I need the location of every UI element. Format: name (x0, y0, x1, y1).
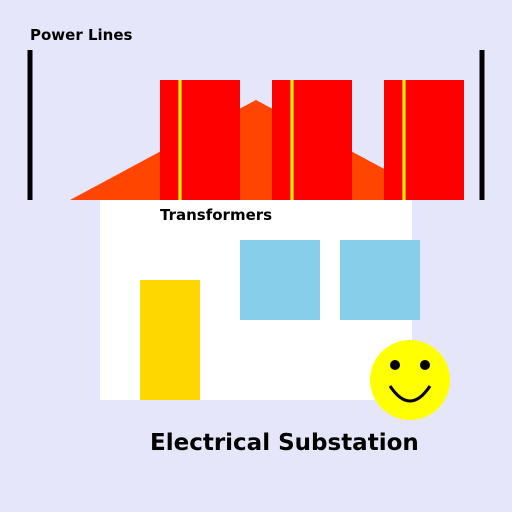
smiley-face-icon (370, 340, 450, 420)
transformer-body (272, 80, 352, 200)
page-title: Electrical Substation (150, 430, 419, 456)
transformer-unit-2 (272, 80, 352, 200)
transformer-unit-3 (384, 80, 464, 200)
window-right (340, 240, 420, 320)
smiley-mouth (388, 385, 432, 403)
smiley-head (370, 340, 450, 420)
transformer-body (160, 80, 240, 200)
transformer-body (384, 80, 464, 200)
smiley-eye-right (420, 360, 430, 370)
door (140, 280, 200, 400)
power-lines-label: Power Lines (30, 26, 133, 44)
window-left (240, 240, 320, 320)
transformer-unit-1 (160, 80, 240, 200)
smiley-eye-left (390, 360, 400, 370)
transformers-label: Transformers (160, 206, 272, 224)
